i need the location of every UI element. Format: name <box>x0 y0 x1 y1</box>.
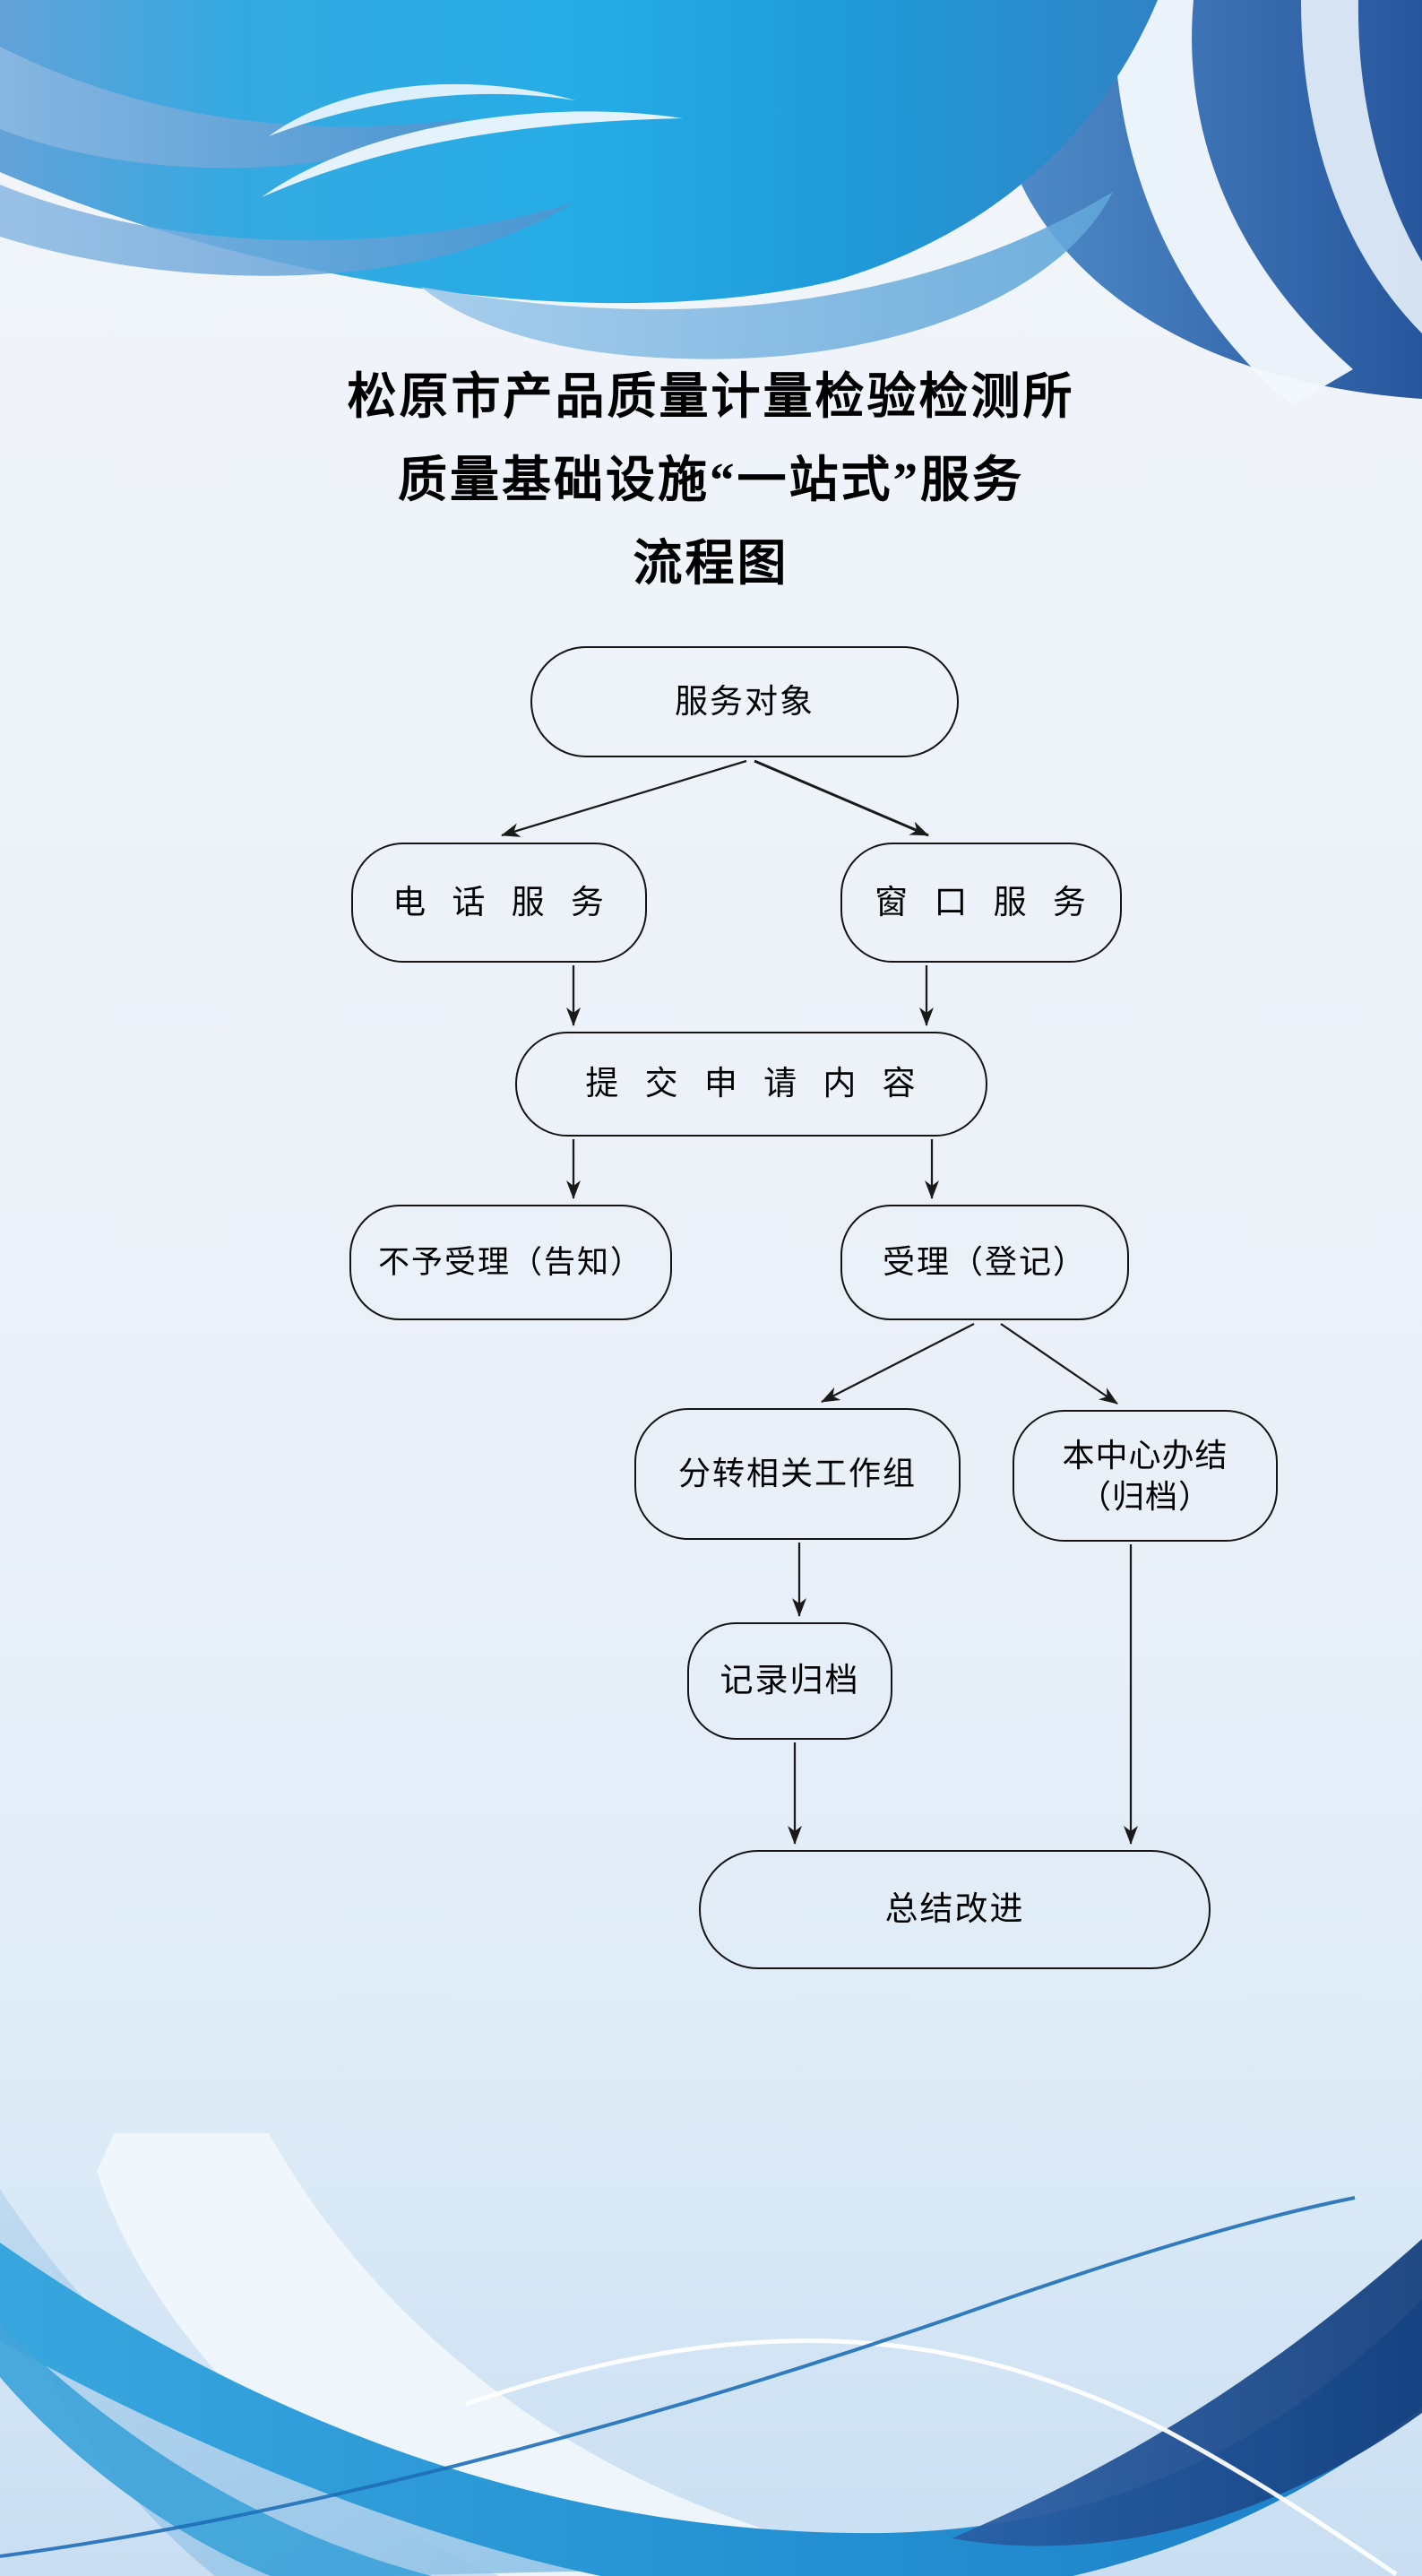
flowchart-node-dispatch-workgroup: 分转相关工作组 <box>634 1408 961 1540</box>
flowchart-node-center-closeout: 本中心办结 （归档） <box>1013 1410 1278 1542</box>
node-label: 服务对象 <box>675 683 814 721</box>
top-wave-main-blob <box>0 0 1158 304</box>
bottom-wave-left-ribbon <box>0 2323 432 2576</box>
top-wave-decoration <box>0 0 1422 405</box>
title-line-1: 松原市产品质量计量检验检测所 <box>347 369 1075 424</box>
arrow-accepted-to-center-closeout <box>1000 1323 1118 1405</box>
bottom-wave-main-ribbon <box>0 2243 1422 2576</box>
flowchart-node-not-accepted: 不予受理（告知） <box>349 1205 672 1320</box>
node-label: 电 话 服 务 <box>392 884 606 921</box>
node-label: 分转相关工作组 <box>677 1456 917 1491</box>
title-line-2: 质量基础设施“一站式”服务 <box>397 453 1024 507</box>
node-label: 提 交 申 请 内 容 <box>585 1066 918 1102</box>
top-wave-white-band-2 <box>1301 0 1422 333</box>
bottom-wave-decoration <box>0 2133 1422 2576</box>
flowchart-node-summarize-improve: 总结改进 <box>699 1850 1211 1969</box>
page-title: 松原市产品质量计量检验检测所 质量基础设施“一站式”服务 流程图 <box>0 355 1422 605</box>
node-label: 窗 口 服 务 <box>875 884 1088 921</box>
node-label: 受理（登记） <box>882 1244 1087 1280</box>
node-label: 不予受理（告知） <box>377 1245 643 1280</box>
arrow-service-target-to-window-service <box>754 759 929 837</box>
node-label: 记录归档 <box>720 1663 860 1699</box>
title-line-3: 流程图 <box>633 536 789 591</box>
bottom-wave-pale-streak <box>97 2133 828 2576</box>
top-wave-steel-swoosh-2 <box>0 185 573 276</box>
top-wave-steel-swoosh-1 <box>0 47 466 169</box>
top-wave-white-band-1 <box>1114 0 1353 405</box>
node-label: 总结改进 <box>884 1891 1025 1928</box>
arrow-service-target-to-phone-service <box>501 759 747 837</box>
node-label: 本中心办结 （归档） <box>1062 1437 1228 1515</box>
top-wave-white-claw-2 <box>262 111 683 197</box>
flowchart-node-submit-application: 提 交 申 请 内 容 <box>515 1032 987 1137</box>
arrow-accepted-to-dispatch-workgroup <box>821 1322 975 1404</box>
top-wave-white-claw-1 <box>269 83 575 136</box>
bottom-wave-white-arc <box>465 2338 1398 2576</box>
bottom-wave-navy-wedge <box>952 2239 1422 2546</box>
flowchart-node-record-archive: 记录归档 <box>687 1622 892 1740</box>
flowchart-node-phone-service: 电 话 服 务 <box>351 843 647 963</box>
flowchart-node-window-service: 窗 口 服 务 <box>840 843 1122 963</box>
flowchart-node-service-target: 服务对象 <box>530 646 959 757</box>
flowchart-node-accepted: 受理（登记） <box>840 1205 1129 1320</box>
top-wave-sub-band <box>421 192 1113 359</box>
bottom-wave-thin-line <box>0 2196 1356 2558</box>
